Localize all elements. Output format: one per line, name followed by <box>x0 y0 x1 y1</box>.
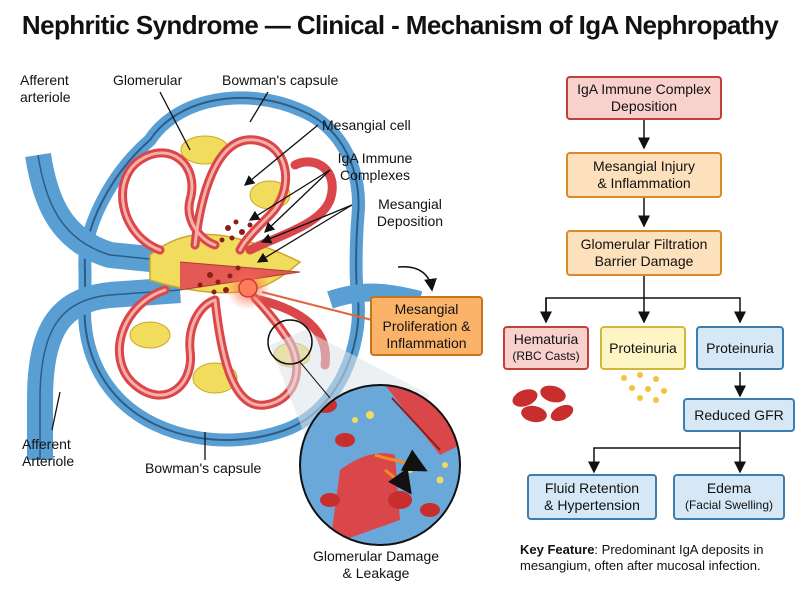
mesangial-cell-label: Mesangial cell <box>322 117 411 133</box>
bowmans-capsule-top-label: Bowman's capsule <box>222 72 339 88</box>
key-feature-label: Key Feature <box>520 542 595 557</box>
flow-mesangial-injury: Mesangial Injury& Inflammation <box>566 152 722 198</box>
protein-dots <box>621 372 667 403</box>
mesangial-proliferation-box: Mesangial Proliferation & Inflammation <box>370 296 483 356</box>
glomerular-damage-label: Glomerular Damage& Leakage <box>312 548 440 581</box>
glomerular-label: Glomerular <box>113 72 183 88</box>
flow-edema: Edema(Facial Swelling) <box>673 474 785 520</box>
rbc-icons <box>512 385 574 423</box>
flow-fluid-retention: Fluid Retention& Hypertension <box>527 474 657 520</box>
flow-reduced-gfr: Reduced GFR <box>683 398 795 432</box>
key-feature-text: : Predominant IgA deposits in mesangium,… <box>520 542 764 573</box>
key-feature-note: Key Feature: Predominant IgA deposits in… <box>520 542 790 574</box>
bowmans-capsule-bottom-label: Bowman's capsule <box>145 460 262 476</box>
flow-hematuria: Hematuria(RBC Casts) <box>503 326 589 370</box>
flow-proteinuria-blue: Proteinuria <box>696 326 784 370</box>
zoom-inset <box>299 384 461 546</box>
flow-proteinuria-yellow: Proteinuria <box>600 326 686 370</box>
page-title: Nephritic Syndrome — Clinical - Mechanis… <box>21 10 779 40</box>
